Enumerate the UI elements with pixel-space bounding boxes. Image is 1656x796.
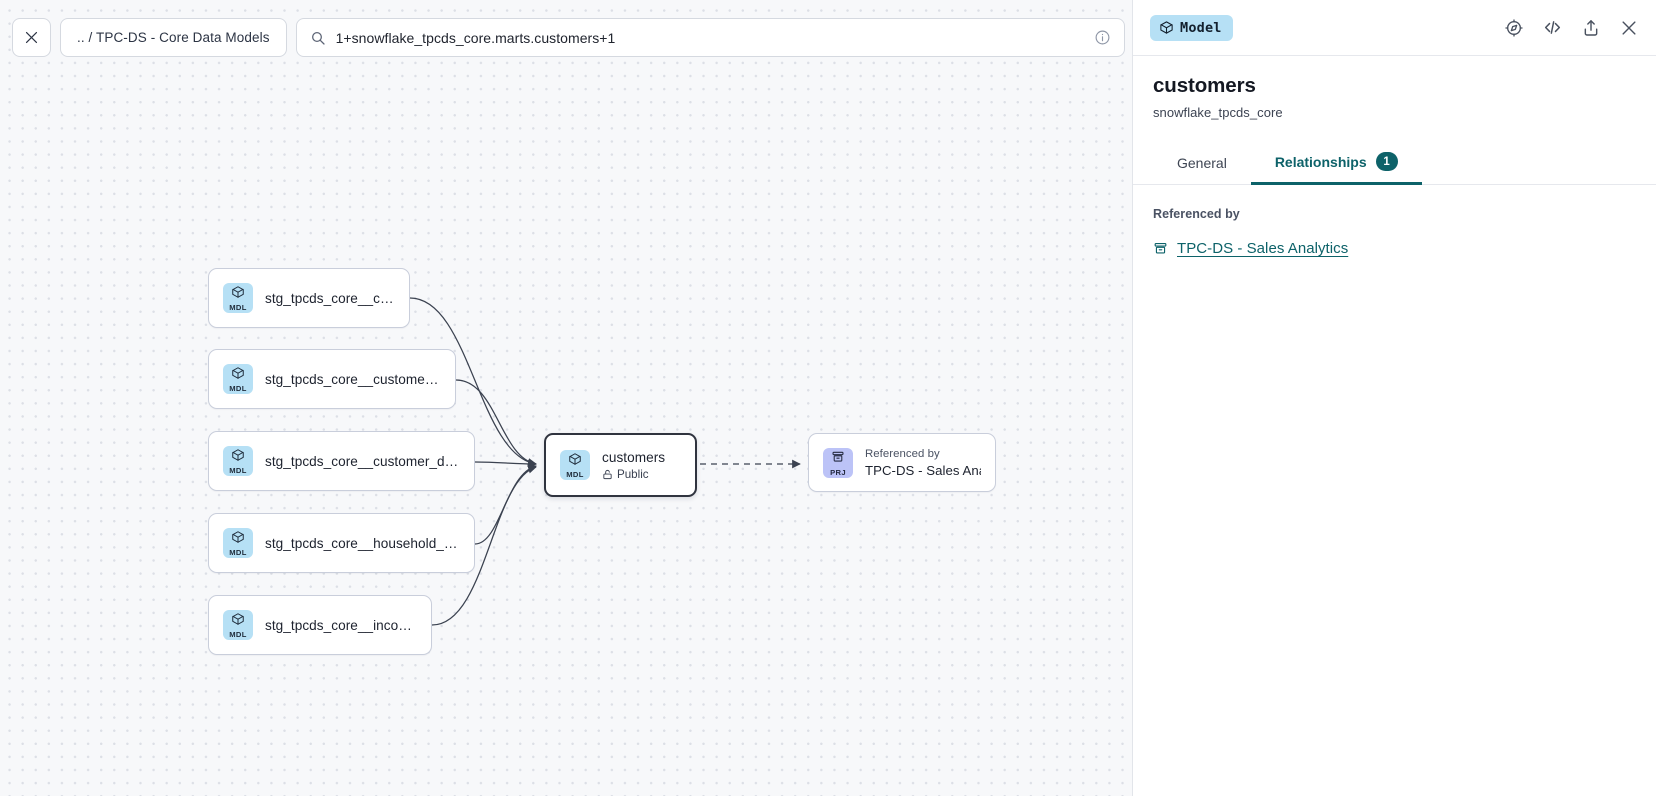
cube-icon: [231, 612, 245, 630]
model-type-badge: MDL: [223, 283, 253, 313]
entity-type-badge: Model: [1150, 14, 1233, 41]
close-lineage-button[interactable]: [12, 18, 51, 57]
lineage-node-stg-income-band[interactable]: MDL stg_tpcds_core__income_band: [208, 595, 432, 655]
breadcrumb[interactable]: .. / TPC-DS - Core Data Models: [60, 18, 287, 57]
node-title: stg_tpcds_core__customer_address: [265, 371, 441, 387]
lock-icon: [602, 469, 613, 480]
node-title: stg_tpcds_core__customer: [265, 290, 395, 306]
node-title: customers: [602, 449, 666, 465]
lineage-node-customers-selected[interactable]: MDL customers Public: [544, 433, 697, 497]
tab-label: General: [1177, 155, 1227, 171]
panel-tabs: General Relationships 1: [1133, 144, 1656, 185]
badge-text: MDL: [229, 384, 247, 394]
share-icon[interactable]: [1581, 18, 1601, 38]
badge-text: MDL: [229, 630, 247, 640]
model-type-badge: MDL: [223, 610, 253, 640]
entity-type-label: Model: [1180, 19, 1222, 36]
node-title: stg_tpcds_core__customer_demogra…: [265, 453, 460, 469]
model-type-badge: MDL: [223, 446, 253, 476]
node-access: Public: [602, 468, 665, 481]
badge-text: MDL: [229, 303, 247, 313]
node-title: stg_tpcds_core__household_demogr…: [265, 535, 460, 551]
badge-text: MDL: [229, 466, 247, 476]
project-icon: [1153, 241, 1168, 256]
section-label-referenced-by: Referenced by: [1153, 207, 1240, 221]
reference-link[interactable]: TPC-DS - Sales Analytics: [1177, 240, 1349, 257]
lineage-node-stg-household-demographics[interactable]: MDL stg_tpcds_core__household_demogr…: [208, 513, 475, 573]
tab-label: Relationships: [1274, 153, 1367, 170]
entity-header: customers snowflake_tpcds_core: [1133, 56, 1656, 120]
cube-icon: [568, 452, 582, 470]
page-title: customers: [1153, 74, 1256, 97]
code-icon[interactable]: [1542, 17, 1563, 38]
panel-header: Model: [1133, 0, 1656, 56]
lineage-node-stg-customer-address[interactable]: MDL stg_tpcds_core__customer_address: [208, 349, 456, 409]
cube-icon: [231, 448, 245, 466]
node-text: stg_tpcds_core__income_band: [265, 618, 417, 633]
lineage-node-stg-customer[interactable]: MDL stg_tpcds_core__customer: [208, 268, 410, 328]
relationships-body: Referenced by TPC-DS - Sales Analytics: [1133, 185, 1656, 257]
node-text: stg_tpcds_core__customer_address: [265, 372, 441, 387]
cube-icon: [231, 530, 245, 548]
model-type-badge: MDL: [223, 528, 253, 558]
lineage-edges: [409, 297, 801, 626]
close-icon[interactable]: [1619, 18, 1639, 38]
node-title: TPC-DS - Sales Analytics: [865, 462, 981, 478]
panel-actions: [1504, 17, 1639, 38]
lineage-node-project-sales-analytics[interactable]: PRJ Referenced by TPC-DS - Sales Analyti…: [808, 433, 996, 492]
node-text: stg_tpcds_core__customer: [265, 291, 395, 306]
project-icon: [831, 450, 845, 468]
cube-icon: [231, 285, 245, 303]
tab-relationships[interactable]: Relationships 1: [1250, 144, 1422, 185]
node-text: stg_tpcds_core__household_demogr…: [265, 536, 460, 551]
node-text: Referenced by TPC-DS - Sales Analytics: [865, 448, 981, 478]
model-type-badge: MDL: [560, 450, 590, 480]
node-text: customers Public: [602, 450, 665, 481]
search-value: 1+snowflake_tpcds_core.marts.customers+1: [335, 29, 616, 46]
lineage-toolbar: .. / TPC-DS - Core Data Models 1+snowfla…: [12, 18, 1132, 57]
lineage-canvas[interactable]: MDL stg_tpcds_core__customer MDL stg_tpc…: [0, 0, 1132, 796]
badge-text: PRJ: [830, 467, 846, 477]
lineage-node-stg-customer-demographics[interactable]: MDL stg_tpcds_core__customer_demogra…: [208, 431, 475, 491]
tab-general[interactable]: General: [1153, 147, 1251, 185]
cube-icon: [1159, 20, 1174, 35]
badge-text: MDL: [229, 548, 247, 558]
cube-icon: [231, 366, 245, 384]
node-title: stg_tpcds_core__income_band: [265, 617, 417, 633]
model-type-badge: MDL: [223, 364, 253, 394]
search-input[interactable]: 1+snowflake_tpcds_core.marts.customers+1: [295, 18, 1125, 57]
list-item[interactable]: TPC-DS - Sales Analytics: [1153, 240, 1636, 257]
search-icon: [310, 30, 326, 46]
explore-icon[interactable]: [1504, 18, 1524, 38]
entity-source: snowflake_tpcds_core: [1153, 105, 1283, 120]
details-panel: Model customers snowflake_tpcds_core: [1132, 0, 1656, 796]
node-kicker: Referenced by: [865, 447, 940, 460]
close-icon: [23, 29, 40, 46]
tab-count-badge: 1: [1375, 152, 1398, 171]
node-access-label: Public: [617, 467, 649, 481]
node-text: stg_tpcds_core__customer_demogra…: [265, 454, 460, 469]
project-type-badge: PRJ: [823, 447, 853, 478]
badge-text: MDL: [566, 470, 584, 480]
info-icon[interactable]: [1094, 29, 1111, 46]
